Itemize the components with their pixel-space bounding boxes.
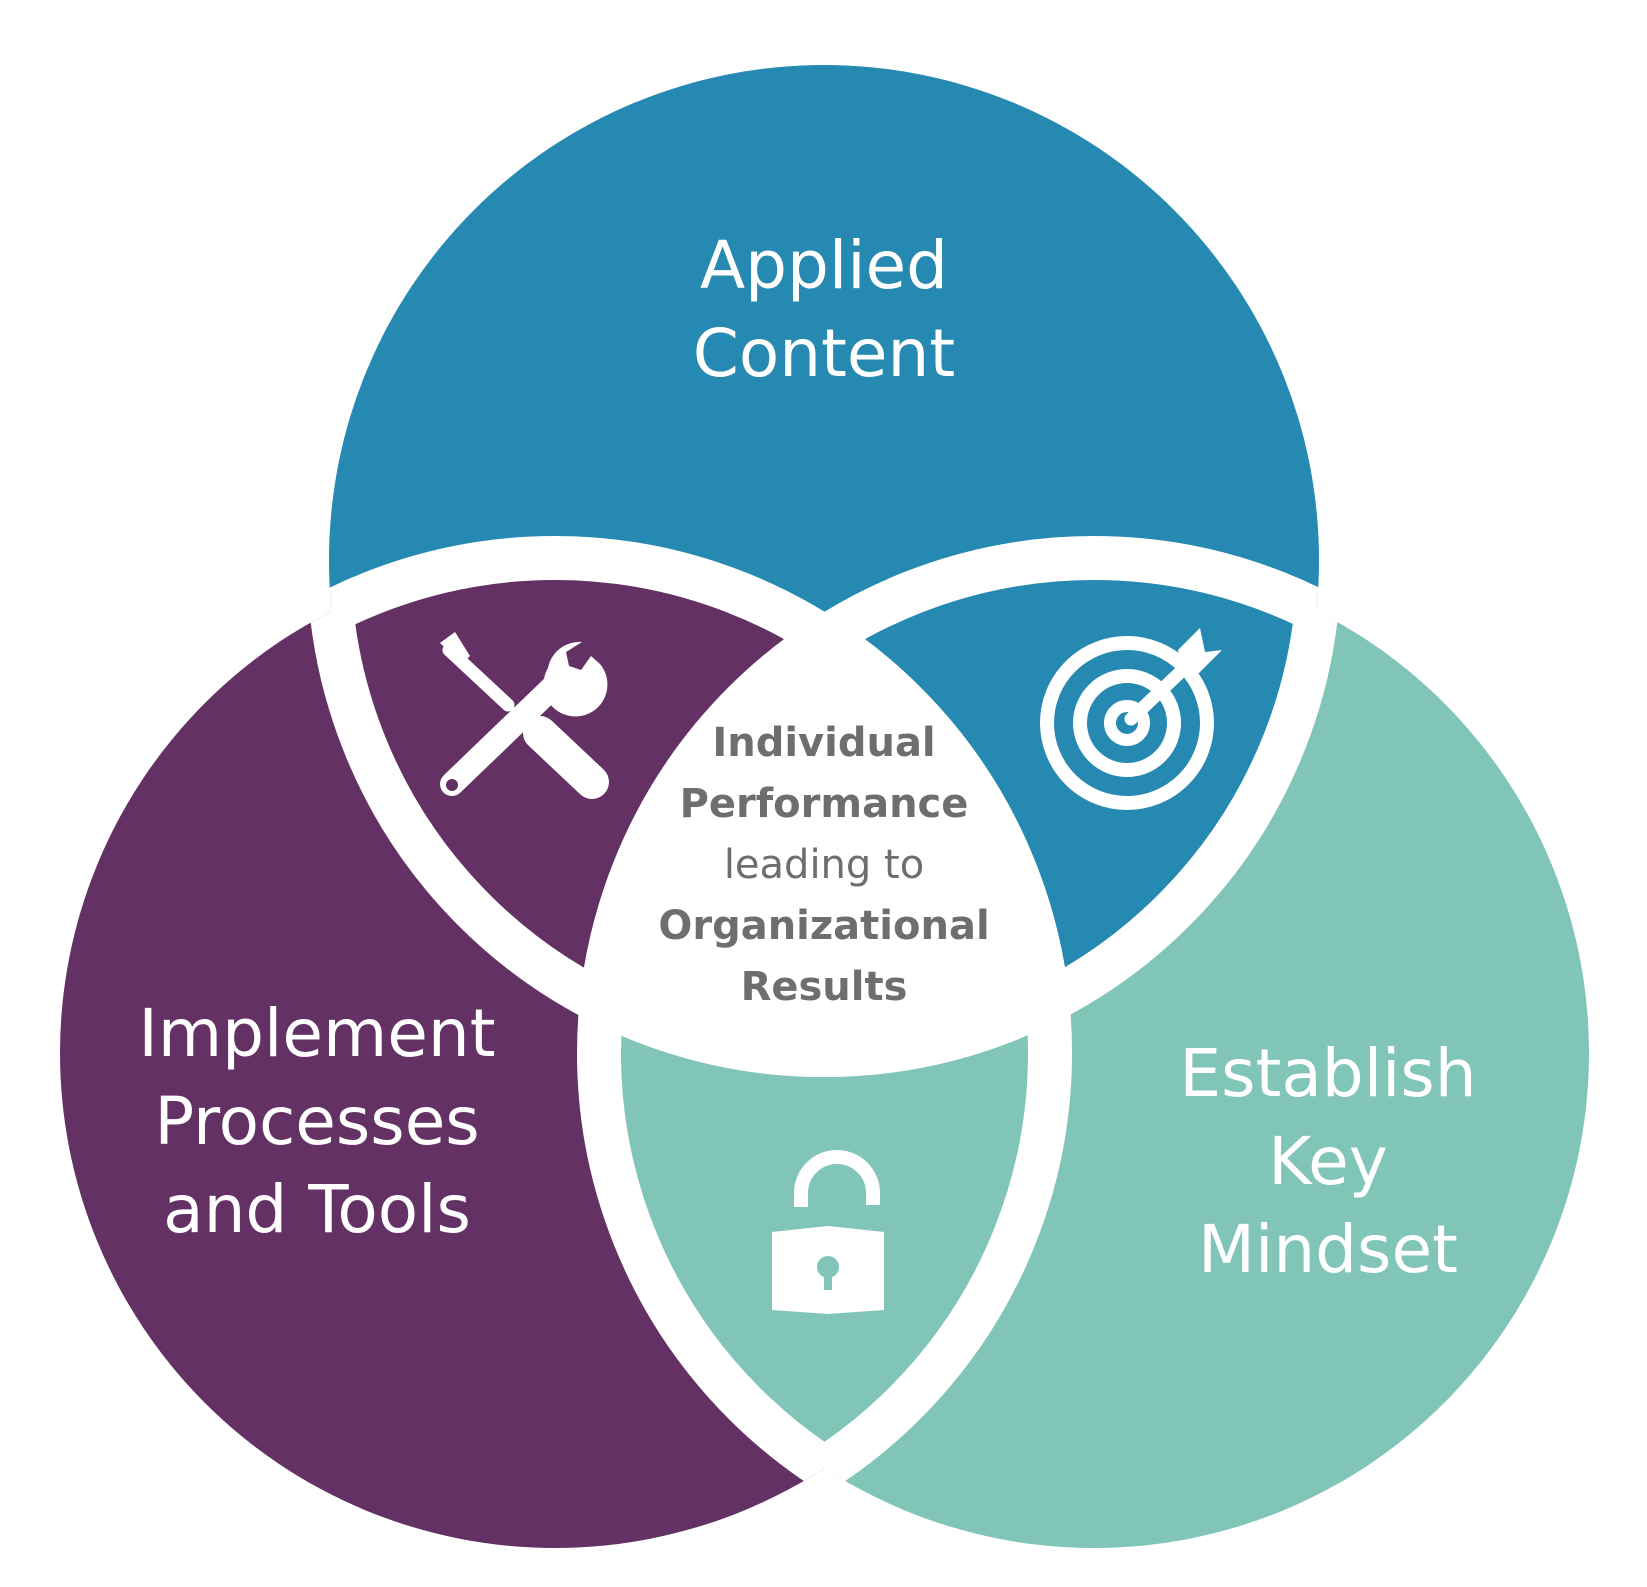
label-top-line-1: Applied bbox=[699, 227, 949, 304]
label-establish-mindset: Establish Key Mindset bbox=[1179, 1030, 1476, 1294]
wrench-screwdriver-icon bbox=[440, 632, 609, 799]
center-line-4: Organizational bbox=[658, 903, 990, 949]
label-right-line-3: Mindset bbox=[1198, 1211, 1458, 1288]
stroke-left-2 bbox=[599, 558, 1072, 1548]
label-left-line-1: Implement bbox=[138, 995, 496, 1072]
center-line-5: Results bbox=[740, 964, 908, 1010]
label-top-line-2: Content bbox=[692, 315, 956, 392]
center-region bbox=[599, 558, 1050, 1055]
target-arrow-icon bbox=[1040, 628, 1222, 810]
stroke-right-2 bbox=[577, 558, 1050, 1548]
label-left-line-3: and Tools bbox=[163, 1171, 471, 1248]
label-right-line-2: Key bbox=[1268, 1123, 1388, 1200]
label-implement-processes: Implement Processes and Tools bbox=[138, 990, 495, 1254]
label-left-line-2: Processes bbox=[154, 1083, 480, 1160]
center-line-1: Individual bbox=[712, 720, 936, 766]
label-applied-content: Applied Content bbox=[693, 222, 956, 398]
center-label: Individual Performance leading to Organi… bbox=[658, 713, 989, 1018]
center-line-2: Performance bbox=[679, 781, 969, 827]
unlocked-padlock-icon bbox=[772, 1150, 884, 1314]
label-right-line-1: Establish bbox=[1179, 1035, 1477, 1112]
center-line-3: leading to bbox=[723, 842, 925, 888]
